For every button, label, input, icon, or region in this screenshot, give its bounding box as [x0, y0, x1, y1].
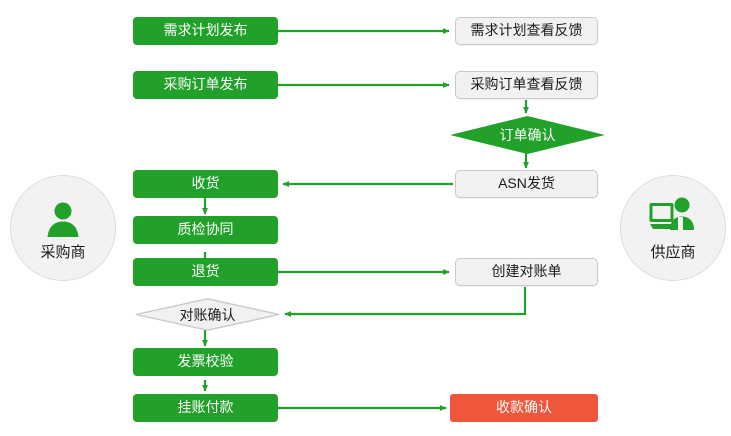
node-demand-plan-feedback[interactable]: 需求计划查看反馈 — [455, 17, 598, 45]
node-receiving[interactable]: 收货 — [133, 170, 278, 198]
node-reconcile-confirm[interactable]: 对账确认 — [135, 298, 280, 331]
actor-buyer: 采购商 — [10, 175, 116, 281]
user-at-computer-icon — [647, 195, 699, 239]
node-demand-plan-publish[interactable]: 需求计划发布 — [133, 17, 278, 45]
node-accrual-payment[interactable]: 挂账付款 — [133, 394, 278, 422]
node-quality-check[interactable]: 质检协同 — [133, 216, 278, 244]
user-icon — [37, 195, 89, 239]
node-order-confirm-label: 订单确认 — [499, 127, 556, 143]
node-return-goods[interactable]: 退货 — [133, 258, 278, 286]
node-order-confirm[interactable]: 订单确认 — [450, 116, 605, 154]
node-reconcile-confirm-label: 对账确认 — [179, 306, 236, 323]
actor-supplier: 供应商 — [620, 175, 726, 281]
node-asn-shipment[interactable]: ASN发货 — [455, 170, 598, 198]
node-receipt-confirm[interactable]: 收款确认 — [450, 394, 598, 422]
connector-create-statement-to-reconcile — [284, 287, 527, 317]
actor-supplier-label: 供应商 — [650, 243, 696, 261]
node-purchase-order-publish[interactable]: 采购订单发布 — [133, 71, 278, 99]
node-purchase-order-feedback[interactable]: 采购订单查看反馈 — [455, 71, 598, 99]
node-invoice-verify[interactable]: 发票校验 — [133, 348, 278, 376]
node-create-statement[interactable]: 创建对账单 — [455, 258, 598, 286]
actor-buyer-label: 采购商 — [40, 243, 86, 261]
